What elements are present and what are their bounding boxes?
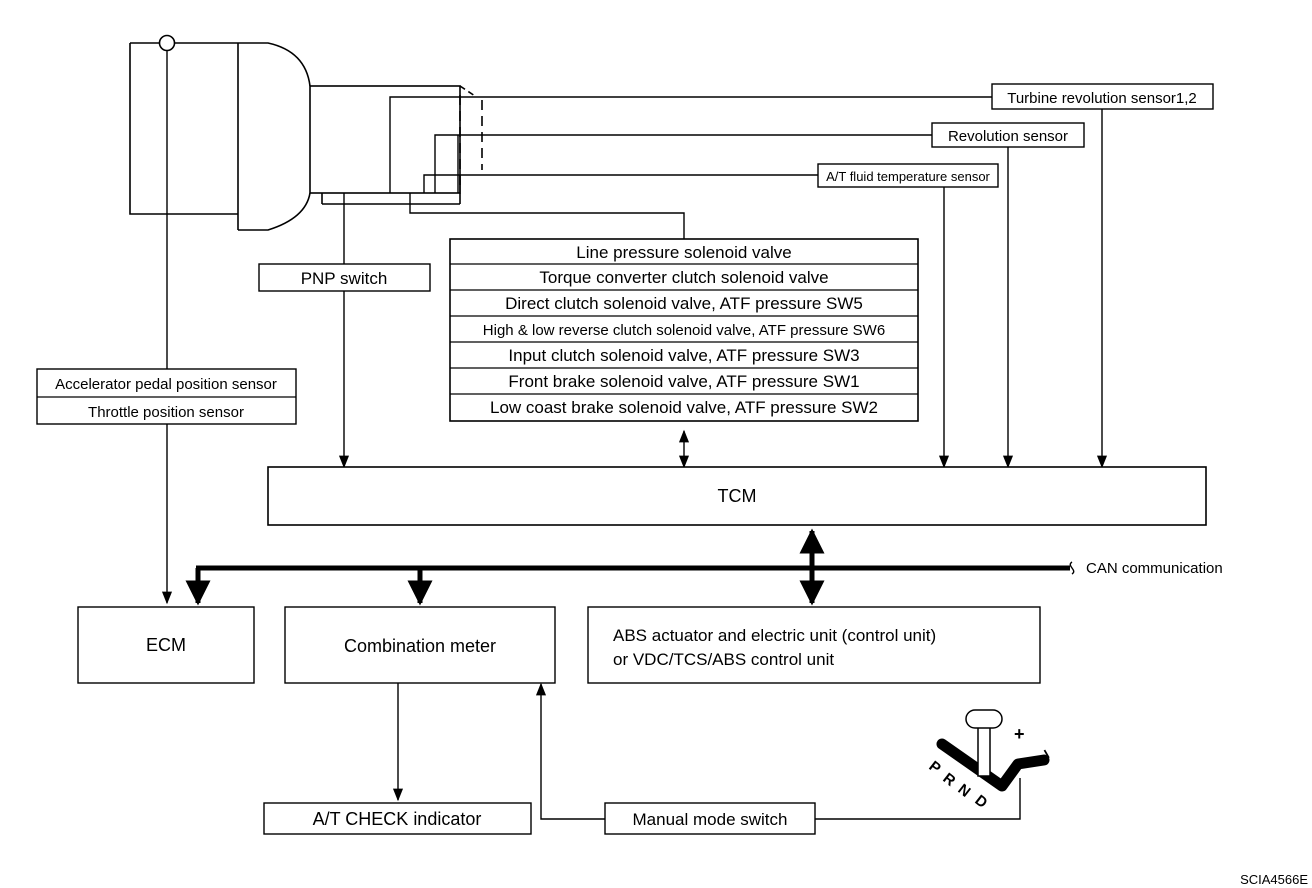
fluid-temp-sensor-box: A/T fluid temperature sensor (817, 163, 999, 188)
revolution-sensor-box: Revolution sensor (931, 122, 1085, 148)
shift-position-p: P (926, 758, 944, 778)
pnp-switch-box: PNP switch (258, 263, 431, 292)
manual-mode-switch-box: Manual mode switch (604, 802, 816, 835)
revolution-sensor-label: Revolution sensor (948, 128, 1068, 145)
abs-unit-label-line2: or VDC/TCS/ABS control unit (613, 650, 834, 669)
pnp-switch-label: PNP switch (301, 269, 388, 288)
solenoid-direct-clutch: Direct clutch solenoid valve, ATF pressu… (505, 294, 863, 313)
turbine-sensor-label: Turbine revolution sensor1,2 (1007, 90, 1197, 107)
solenoid-input-clutch: Input clutch solenoid valve, ATF pressur… (508, 346, 859, 365)
can-communication-label: CAN communication (1086, 560, 1223, 577)
ecm-box: ECM (77, 606, 255, 684)
solenoid-high-low-reverse: High & low reverse clutch solenoid valve… (483, 322, 885, 339)
solenoid-valve-stack: Line pressure solenoid valve Torque conv… (449, 238, 919, 422)
transmission-illustration (129, 42, 483, 231)
at-check-indicator-label: A/T CHECK indicator (313, 809, 482, 829)
shift-position-r: R (940, 770, 959, 790)
solenoid-line-pressure: Line pressure solenoid valve (576, 243, 791, 262)
throttle-position-label: Throttle position sensor (88, 404, 244, 421)
sensor-wiring (166, 51, 992, 369)
accelerator-throttle-box: Accelerator pedal position sensor Thrott… (36, 368, 297, 425)
solenoid-low-coast-brake: Low coast brake solenoid valve, ATF pres… (490, 398, 878, 417)
abs-unit-box: ABS actuator and electric unit (control … (587, 606, 1041, 684)
at-check-indicator-box: A/T CHECK indicator (263, 802, 532, 835)
figure-id: SCIA4566E (1240, 872, 1308, 887)
bottom-wiring (392, 682, 1021, 820)
accelerator-pedal-label: Accelerator pedal position sensor (55, 376, 277, 393)
abs-unit-label-line1: ABS actuator and electric unit (control … (613, 626, 936, 645)
tcm-input-arrows (161, 109, 1108, 605)
solenoid-front-brake: Front brake solenoid valve, ATF pressure… (508, 372, 859, 391)
manual-mode-switch-label: Manual mode switch (633, 810, 788, 829)
turbine-sensor-box: Turbine revolution sensor1,2 (991, 83, 1214, 110)
solenoid-torque-converter: Torque converter clutch solenoid valve (539, 268, 828, 287)
combination-meter-label: Combination meter (344, 636, 496, 656)
fluid-temp-sensor-label: A/T fluid temperature sensor (826, 169, 990, 184)
shift-position-d: D (972, 792, 991, 812)
accelerator-sensor-node (158, 34, 176, 52)
shift-position-n: N (955, 781, 974, 801)
tcm-label: TCM (718, 486, 757, 506)
shift-lever-illustration: P R N D + – (926, 709, 1059, 812)
ecm-label: ECM (146, 635, 186, 655)
shift-plus-symbol: + (1014, 724, 1025, 744)
can-bus (185, 528, 1075, 606)
tcm-box: TCM (267, 466, 1207, 526)
combination-meter-box: Combination meter (284, 606, 556, 684)
